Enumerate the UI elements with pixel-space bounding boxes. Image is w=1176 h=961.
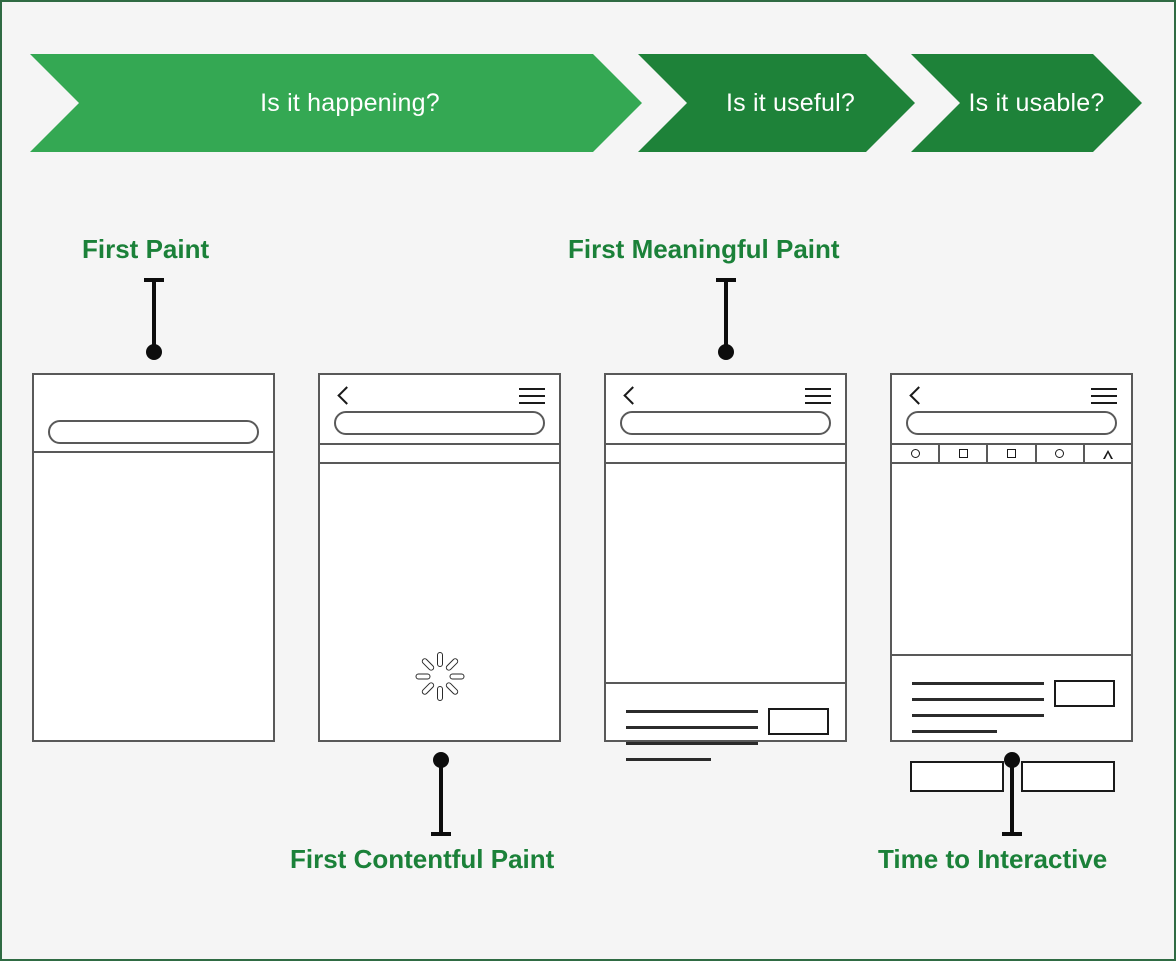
hamburger-menu-icon[interactable]	[805, 388, 831, 404]
phase-banner: Is it happening? Is it useful? Is it usa…	[30, 54, 1142, 152]
leader-dot	[146, 344, 162, 360]
leader-dot	[718, 344, 734, 360]
hamburger-menu-icon[interactable]	[1091, 388, 1117, 404]
loading-spinner-icon	[414, 650, 466, 702]
hamburger-menu-icon[interactable]	[519, 388, 545, 404]
content-section	[890, 654, 1133, 815]
viewport-loading	[320, 464, 559, 829]
toolbar-item-1[interactable]	[892, 445, 941, 462]
phase-segment-label: Is it happening?	[260, 88, 440, 117]
text-line	[912, 682, 1044, 685]
leader-line-first-meaningful-paint	[713, 278, 739, 360]
phone-frame-time-to-interactive	[890, 373, 1133, 792]
action-button-row	[910, 761, 1115, 792]
toolbar-item-4[interactable]	[1037, 445, 1085, 462]
url-bar[interactable]	[906, 411, 1117, 435]
leader-stem	[724, 280, 728, 352]
placeholder-image-box	[1054, 680, 1115, 707]
text-line	[626, 726, 758, 729]
placeholder-text-block	[912, 682, 1044, 746]
leader-line-first-contentful-paint	[428, 752, 454, 836]
circle-icon	[1055, 449, 1065, 458]
browser-chrome	[892, 375, 1131, 445]
secondary-bar-empty	[606, 445, 845, 464]
content-section	[604, 682, 847, 833]
leader-cap	[431, 832, 451, 836]
leader-stem	[152, 280, 156, 352]
action-button-right[interactable]	[1021, 761, 1115, 792]
viewport-content	[890, 464, 1133, 829]
text-line	[912, 714, 1044, 717]
leader-stem	[439, 760, 443, 834]
metric-label-first-paint: First Paint	[82, 234, 210, 264]
leader-cap	[1002, 832, 1022, 836]
circle-icon	[910, 449, 920, 458]
phone-frame-first-meaningful-paint	[604, 373, 847, 761]
placeholder-text-block	[626, 710, 758, 774]
text-line	[626, 710, 758, 713]
text-line	[912, 730, 997, 733]
url-bar[interactable]	[48, 420, 259, 444]
browser-chrome	[34, 375, 273, 453]
text-line	[626, 758, 711, 761]
action-button-left[interactable]	[910, 761, 1004, 792]
browser-chrome	[320, 375, 559, 445]
browser-chrome	[606, 375, 845, 445]
placeholder-image-box	[768, 708, 829, 735]
phase-segment-is-it-useful[interactable]: Is it useful?	[638, 54, 915, 152]
phone-frame-first-paint	[32, 373, 275, 742]
phase-segment-label: Is it useful?	[725, 88, 856, 117]
toolbar-item-3[interactable]	[988, 445, 1037, 462]
toolbar-item-5[interactable]	[1085, 445, 1131, 462]
phone-frame-first-contentful-paint	[318, 373, 561, 742]
leader-stem	[1010, 760, 1014, 834]
icon-toolbar	[892, 445, 1131, 464]
text-line	[626, 742, 758, 745]
back-chevron-icon[interactable]	[336, 385, 350, 405]
leader-line-time-to-interactive	[999, 752, 1025, 836]
phase-segment-label: Is it usable?	[968, 88, 1105, 117]
metric-label-first-meaningful-paint: First Meaningful Paint	[568, 234, 840, 264]
leader-line-first-paint	[141, 278, 167, 360]
metric-label-time-to-interactive: Time to Interactive	[878, 844, 1108, 874]
back-chevron-icon[interactable]	[908, 385, 922, 405]
viewport-blank	[34, 453, 273, 818]
metric-label-first-contentful-paint: First Contentful Paint	[290, 844, 555, 874]
phase-segment-is-it-happening[interactable]: Is it happening?	[30, 54, 642, 152]
text-line	[912, 698, 1044, 701]
phase-segment-is-it-usable[interactable]: Is it usable?	[911, 54, 1142, 152]
url-bar[interactable]	[620, 411, 831, 435]
triangle-icon	[1102, 449, 1114, 459]
secondary-bar-empty	[320, 445, 559, 464]
square-icon	[1007, 449, 1016, 458]
toolbar-item-2[interactable]	[940, 445, 989, 462]
square-icon	[958, 449, 968, 458]
viewport-content	[604, 464, 847, 829]
back-chevron-icon[interactable]	[622, 385, 636, 405]
url-bar[interactable]	[334, 411, 545, 435]
